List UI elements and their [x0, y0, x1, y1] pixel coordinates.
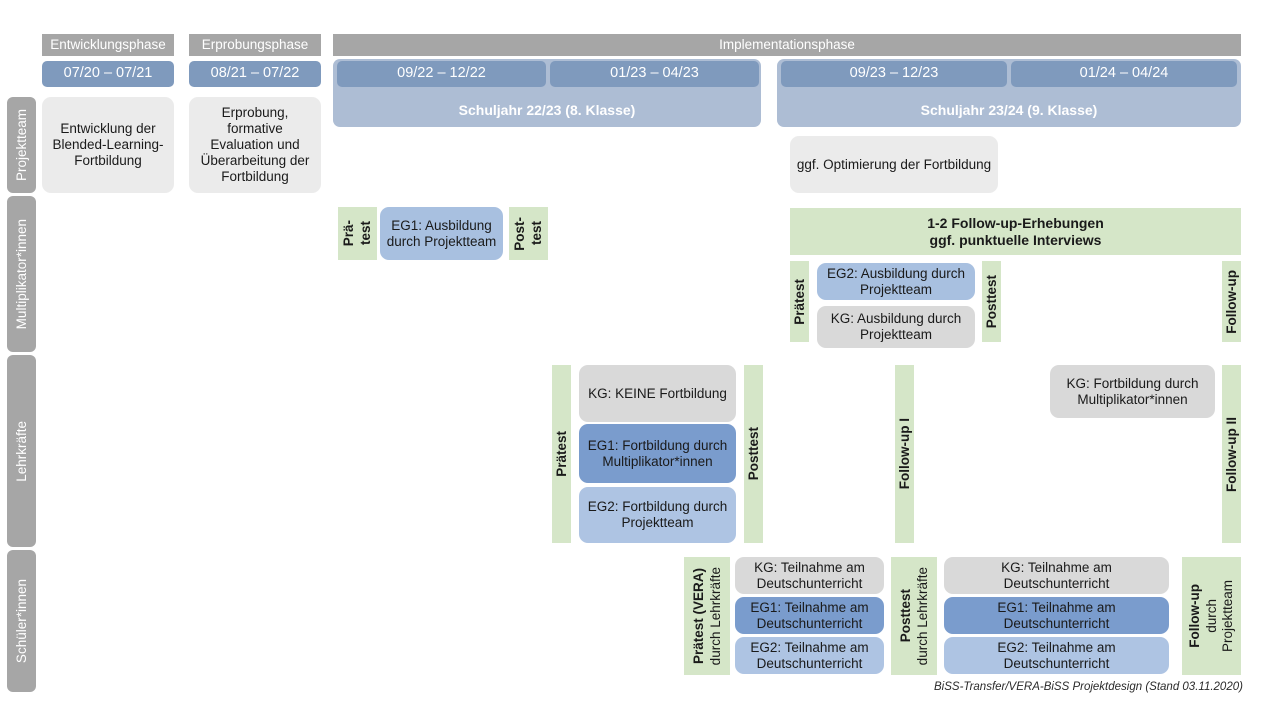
phase-header-implementationsphase: Implementationsphase — [333, 34, 1241, 56]
green-praetest-lehrkraefte: Prätest — [552, 365, 571, 543]
green-posttest-schueler: Posttest durch Lehrkräfte — [891, 557, 937, 675]
card-schueler-left-eg2: EG2: Teilnahme am Deutschunterricht — [735, 637, 884, 674]
card-optimierung-fortbildung: ggf. Optimierung der Fortbildung — [790, 136, 998, 193]
card-kg-fortbildung-multiplikatoren: KG: Fortbildung durch Multiplikator*inne… — [1050, 365, 1215, 418]
card-eg2-fortbildung-projektteam: EG2: Fortbildung durch Projektteam — [579, 487, 736, 543]
green-praetest-vera-sub: durch Lehrkräfte — [707, 566, 723, 666]
green-posttest-multiplikatoren-2-text: Posttest — [983, 274, 999, 329]
card-kg-keine-fortbildung: KG: KEINE Fortbildung — [579, 365, 736, 422]
card-erprobung-evaluation: Erprobung, formative Evaluation und Über… — [189, 97, 321, 193]
green-posttest-multiplikatoren-2: Posttest — [982, 261, 1001, 342]
banner-followup-line2: ggf. punktuelle Interviews — [929, 231, 1102, 248]
green-praetest-multiplikatoren-2-text: Prätest — [791, 278, 807, 325]
green-followup-multiplikatoren: Follow-up — [1222, 261, 1241, 342]
period-chip-4: 09/23 – 12/23 — [781, 61, 1007, 87]
card-eg1-fortbildung-multiplikatoren: EG1: Fortbildung durch Multiplikator*inn… — [579, 424, 736, 483]
green-praetest-multiplikatoren: Prä- test — [338, 207, 377, 260]
green-praetest-vera-schueler: Prätest (VERA) durch Lehrkräfte — [684, 557, 730, 675]
green-followup-2-lehrkraefte-text: Follow-up II — [1223, 416, 1239, 492]
row-label-lehrkraefte-text: Lehrkräfte — [13, 420, 29, 482]
green-praetest-multiplikatoren-2: Prätest — [790, 261, 809, 342]
green-posttest-schueler-sub: durch Lehrkräfte — [914, 566, 930, 666]
period-chip-2: 09/22 – 12/22 — [337, 61, 546, 87]
row-label-projektteam-text: Projektteam — [13, 108, 29, 182]
green-praetest-multiplikatoren-line1: Prä- — [341, 220, 357, 247]
green-praetest-lehrkraefte-text: Prätest — [553, 431, 569, 477]
row-label-lehrkraefte: Lehrkräfte — [7, 355, 36, 547]
row-label-projektteam: Projektteam — [7, 97, 36, 193]
card-schueler-right-kg: KG: Teilnahme am Deutschunterricht — [944, 557, 1169, 594]
period-chip-1: 08/21 – 07/22 — [189, 61, 321, 87]
card-eg2-ausbildung-projektteam: EG2: Ausbildung durch Projektteam — [817, 263, 975, 300]
card-kg-ausbildung-projektteam: KG: Ausbildung durch Projektteam — [817, 306, 975, 348]
green-followup-1-lehrkraefte: Follow-up I — [895, 365, 914, 543]
card-schueler-right-eg1: EG1: Teilnahme am Deutschunterricht — [944, 597, 1169, 634]
phase-header-erprobungsphase: Erprobungsphase — [189, 34, 321, 56]
green-followup-schueler: Follow-up durch Projektteam — [1182, 557, 1241, 675]
card-schueler-right-eg2: EG2: Teilnahme am Deutschunterricht — [944, 637, 1169, 674]
banner-followup-erhebungen: 1-2 Follow-up-Erhebungen ggf. punktuelle… — [790, 208, 1241, 255]
green-followup-schueler-sub1: durch — [1203, 599, 1219, 633]
green-posttest-multiplikatoren-line1: Post- — [512, 216, 528, 251]
green-posttest-lehrkraefte: Posttest — [744, 365, 763, 543]
green-followup-schueler-bold: Follow-up — [1186, 584, 1202, 648]
footer-caption: BiSS-Transfer/VERA-BiSS Projektdesign (S… — [934, 681, 1243, 693]
green-posttest-schueler-bold: Posttest — [897, 589, 913, 643]
green-posttest-multiplikatoren-line2: test — [529, 221, 544, 246]
period-chip-0: 07/20 – 07/21 — [42, 61, 174, 87]
row-label-schueler: Schüler*innen — [7, 550, 36, 692]
green-followup-1-lehrkraefte-text: Follow-up I — [896, 418, 912, 490]
green-praetest-multiplikatoren-line2: test — [358, 221, 373, 246]
green-posttest-lehrkraefte-text: Posttest — [745, 427, 761, 481]
period-chip-5: 01/24 – 04/24 — [1011, 61, 1237, 87]
card-eg1-ausbildung-projektteam: EG1: Ausbildung durch Projektteam — [380, 207, 503, 260]
green-praetest-vera-bold: Prätest (VERA) — [690, 567, 706, 665]
period-chip-3: 01/23 – 04/23 — [550, 61, 759, 87]
phase-header-entwicklungsphase: Entwicklungsphase — [42, 34, 174, 56]
green-posttest-multiplikatoren: Post- test — [509, 207, 548, 260]
row-label-multiplikatoren: Multiplikator*innen — [7, 196, 36, 352]
card-schueler-left-kg: KG: Teilnahme am Deutschunterricht — [735, 557, 884, 594]
card-schueler-left-eg1: EG1: Teilnahme am Deutschunterricht — [735, 597, 884, 634]
row-label-multiplikatoren-text: Multiplikator*innen — [13, 218, 29, 330]
green-followup-multiplikatoren-text: Follow-up — [1223, 269, 1239, 334]
green-followup-schueler-sub2: Projektteam — [1220, 579, 1236, 653]
banner-followup-line1: 1-2 Follow-up-Erhebungen — [927, 214, 1104, 231]
card-entwicklung-fortbildung: Entwicklung der Blended-Learning-Fortbil… — [42, 97, 174, 193]
row-label-schueler-text: Schüler*innen — [13, 578, 29, 664]
green-followup-2-lehrkraefte: Follow-up II — [1222, 365, 1241, 543]
